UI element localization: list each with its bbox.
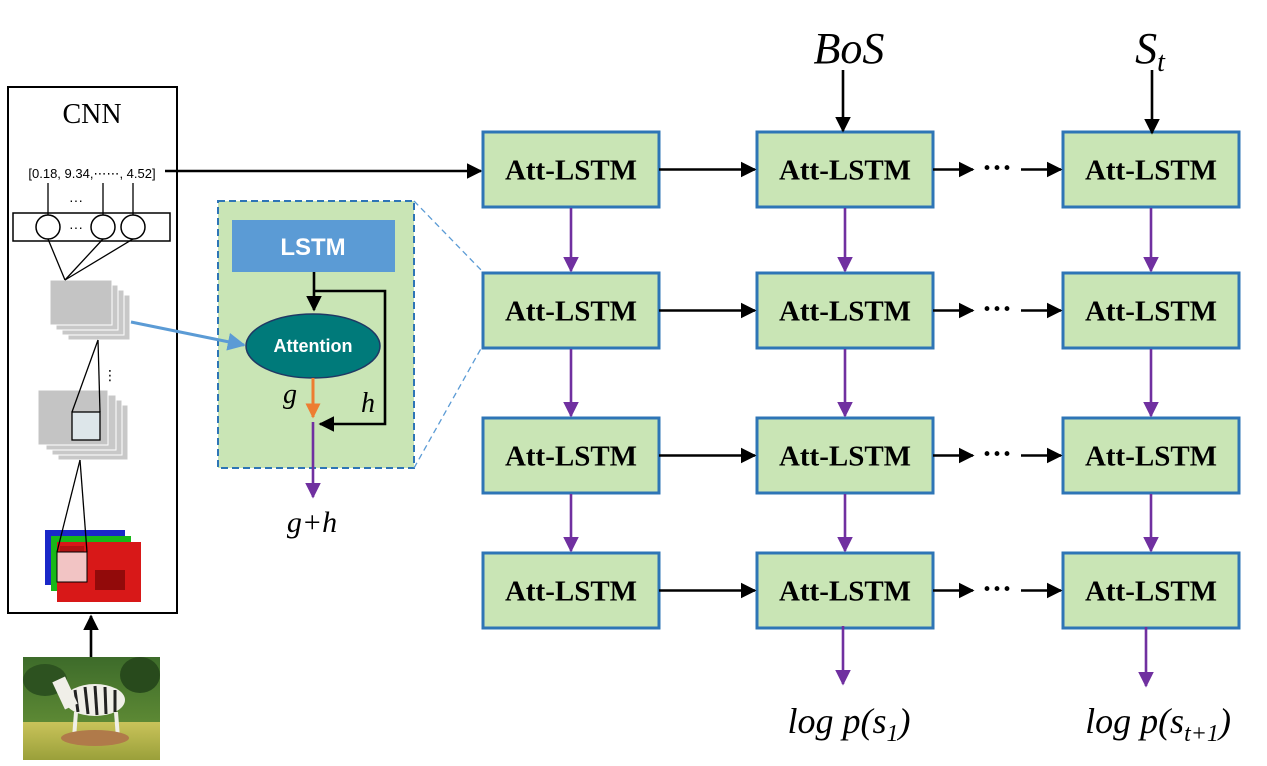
- output-col2-label: log p(s1): [788, 701, 911, 747]
- att-lstm-node: Att-LSTM: [481, 130, 661, 209]
- feature-map-stack-1: [49, 279, 131, 341]
- output-col3-prefix: log p(s: [1085, 701, 1184, 741]
- attention-module: LSTM Attention g h g+h: [217, 200, 415, 539]
- h-label: h: [361, 388, 375, 419]
- att-lstm-node: Att-LSTM: [1061, 551, 1241, 630]
- att-lstm-node: Att-LSTM: [755, 130, 935, 209]
- att-lstm-node-label: Att-LSTM: [505, 576, 637, 608]
- cnn-title: CNN: [62, 99, 121, 130]
- conv-ellipsis-vertical: ⋮: [103, 367, 117, 383]
- lstm-box: [232, 220, 395, 272]
- att-lstm-node-box: [481, 271, 661, 350]
- att-lstm-node-label: Att-LSTM: [779, 441, 911, 473]
- output-col3-suffix: ): [1217, 701, 1231, 741]
- att-lstm-node-label: Att-LSTM: [779, 155, 911, 187]
- att-lstm-node-label: Att-LSTM: [505, 441, 637, 473]
- fc-ellipsis-mid: ···: [69, 219, 83, 235]
- cnn-panel: CNN [0.18, 9.34,⋯⋯, 4.52] ··· ··· ⋮: [7, 86, 178, 614]
- att-lstm-node: Att-LSTM: [755, 416, 935, 495]
- output-col3-sub: t+1: [1184, 721, 1219, 747]
- att-lstm-node: Att-LSTM: [755, 271, 935, 350]
- att-lstm-node-box: [755, 551, 935, 630]
- input-st-sub: t: [1157, 47, 1166, 78]
- input-bos-label: BoS: [814, 24, 885, 73]
- output-col2-suffix: ): [897, 701, 911, 741]
- input-st-base: S: [1135, 24, 1157, 73]
- att-lstm-node: Att-LSTM: [755, 551, 935, 630]
- att-lstm-node-box: [1061, 271, 1241, 350]
- fc-ellipsis-top: ···: [69, 192, 83, 208]
- att-lstm-node: Att-LSTM: [1061, 271, 1241, 350]
- conv-connector: [56, 459, 81, 553]
- output-col2-sub: 1: [887, 721, 899, 747]
- att-lstm-node-label: Att-LSTM: [779, 296, 911, 328]
- att-lstm-node-label: Att-LSTM: [1085, 576, 1217, 608]
- conv-connector: [97, 339, 101, 413]
- att-lstm-node-label: Att-LSTM: [505, 296, 637, 328]
- featuremap-to-attention-arrow: [130, 320, 246, 351]
- att-lstm-node-box: [755, 130, 935, 209]
- attention-node-label: Attention: [274, 336, 353, 356]
- att-lstm-node-label: Att-LSTM: [1085, 155, 1217, 187]
- ellipsis-dots: ···: [982, 152, 1012, 185]
- att-lstm-node-label: Att-LSTM: [1085, 441, 1217, 473]
- output-label: g+h: [287, 506, 337, 539]
- cnn-frame: [7, 86, 178, 614]
- conv-connector: [64, 238, 104, 281]
- h-path: [314, 289, 387, 432]
- conv-connector: [64, 238, 134, 281]
- att-lstm-node-box: [481, 130, 661, 209]
- att-lstm-node: Att-LSTM: [1061, 416, 1241, 495]
- rgb-input-stack: [45, 530, 141, 602]
- ellipsis-dots: ···: [982, 438, 1012, 471]
- grid-inputs: BoS St: [814, 24, 1166, 135]
- att-lstm-node-box: [1061, 416, 1241, 495]
- grid-outputs: log p(s1) log p(st+1): [788, 626, 1231, 747]
- att-lstm-node-box: [1061, 551, 1241, 630]
- lstm-box-label: LSTM: [280, 234, 345, 261]
- ellipsis-dots: ···: [982, 293, 1012, 326]
- att-lstm-node-box: [755, 271, 935, 350]
- att-lstm-node-label: Att-LSTM: [505, 155, 637, 187]
- zoom-line-top: [413, 200, 484, 273]
- conv-connector: [47, 238, 66, 281]
- input-st-label: St: [1135, 24, 1166, 78]
- fc-neuron: [120, 214, 146, 240]
- output-col2-prefix: log p(s: [788, 701, 887, 741]
- output-col3-label: log p(st+1): [1085, 701, 1231, 747]
- att-lstm-node-label: Att-LSTM: [1085, 296, 1217, 328]
- feature-map-stack-2: [37, 389, 129, 461]
- att-lstm-node: Att-LSTM: [1061, 130, 1241, 209]
- att-lstm-node-label: Att-LSTM: [779, 576, 911, 608]
- att-lstm-node: Att-LSTM: [481, 416, 661, 495]
- cnn-feature-vector: [0.18, 9.34,⋯⋯, 4.52]: [28, 166, 155, 181]
- att-lstm-node-box: [481, 551, 661, 630]
- att-lstm-node-box: [481, 416, 661, 495]
- fc-neuron: [90, 214, 116, 240]
- att-lstm-node: Att-LSTM: [481, 551, 661, 630]
- fc-neuron: [35, 214, 61, 240]
- conv-connector: [71, 339, 99, 413]
- zoom-line-bottom: [413, 344, 484, 469]
- g-label: g: [283, 379, 297, 410]
- att-lstm-node: Att-LSTM: [481, 271, 661, 350]
- att-lstm-grid: Att-LSTM Att-LSTM Att-LSTM ··· Att-LSTM Att-L…: [481, 130, 1241, 630]
- ellipsis-dots: ···: [982, 573, 1012, 606]
- input-zebra-image: [23, 657, 160, 760]
- conv-connector: [79, 459, 88, 553]
- att-lstm-node-box: [1061, 130, 1241, 209]
